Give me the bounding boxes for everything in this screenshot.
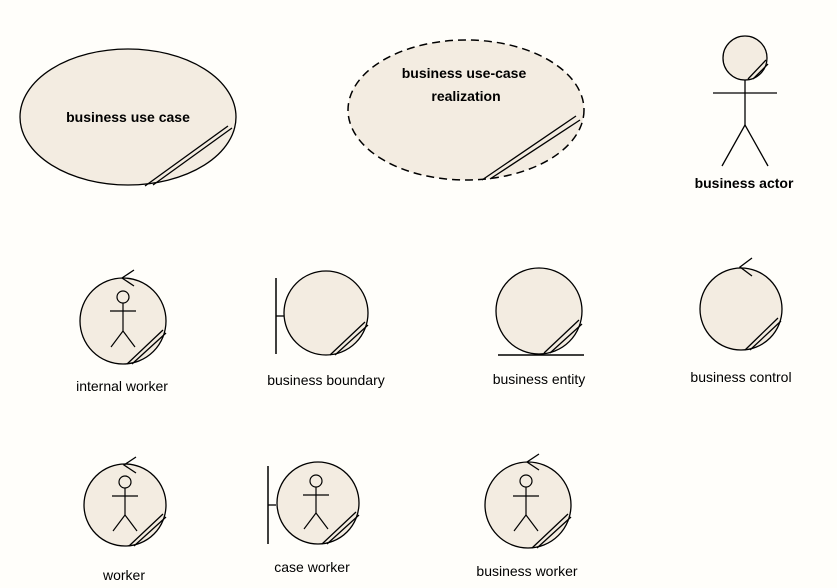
internal-worker-icon — [79, 269, 167, 365]
business-worker-icon — [484, 453, 572, 549]
business-entity-label: business entity — [493, 371, 586, 387]
business-actor-icon — [713, 35, 777, 167]
business-control[interactable]: business control — [690, 257, 792, 385]
business-use-case-label: business use case — [66, 109, 190, 125]
business-entity-icon — [495, 267, 584, 356]
business-boundary-label: business boundary — [267, 372, 385, 388]
case-worker[interactable]: case worker — [267, 461, 360, 575]
business-boundary[interactable]: business boundary — [267, 270, 385, 388]
internal-worker-label: internal worker — [76, 378, 168, 394]
business-control-label: business control — [690, 369, 791, 385]
business-actor-label: business actor — [695, 175, 794, 191]
worker-icon — [83, 456, 167, 547]
business-use-case-realization[interactable]: business use-case realization — [347, 39, 585, 181]
business-boundary-icon — [275, 270, 369, 356]
case-worker-icon — [267, 461, 360, 545]
business-use-case[interactable]: business use case — [19, 48, 237, 187]
business-worker[interactable]: business worker — [476, 453, 578, 579]
worker[interactable]: worker — [83, 456, 167, 583]
realization-label-line1: business use-case — [402, 65, 527, 81]
internal-worker[interactable]: internal worker — [76, 269, 168, 394]
business-control-icon — [699, 257, 783, 351]
realization-label-line2: realization — [431, 88, 500, 104]
business-actor[interactable]: business actor — [695, 35, 794, 191]
business-worker-label: business worker — [476, 563, 577, 579]
worker-label: worker — [102, 567, 145, 583]
business-entity[interactable]: business entity — [493, 267, 586, 387]
case-worker-label: case worker — [274, 559, 350, 575]
